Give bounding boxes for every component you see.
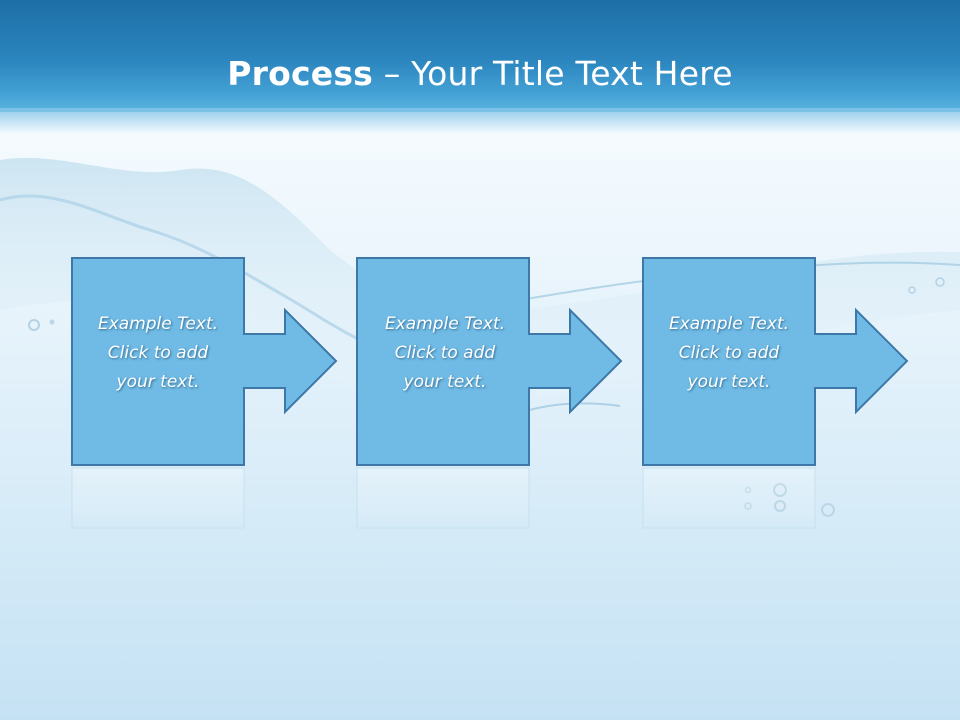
- process-step-3[interactable]: [642, 257, 909, 466]
- step-line: Click to add: [678, 343, 780, 363]
- step-1-text[interactable]: Example Text. Click to add your text.: [72, 310, 244, 397]
- title-bar-fade: [0, 108, 960, 134]
- process-step-1[interactable]: [71, 257, 338, 466]
- step-line: your text.: [116, 372, 200, 392]
- shape-reflections: [71, 467, 816, 529]
- title-bold: Process: [227, 54, 374, 93]
- step-line: your text.: [403, 372, 487, 392]
- slide-title[interactable]: Process – Your Title Text Here: [0, 52, 960, 96]
- step-line: Click to add: [394, 343, 496, 363]
- title-bar: [0, 0, 960, 112]
- arrow-shape: [71, 257, 338, 466]
- step-line: your text.: [687, 372, 771, 392]
- arrow-shape: [356, 257, 623, 466]
- step-line: Example Text.: [97, 314, 219, 334]
- arrow-shape: [642, 257, 909, 466]
- step-line: Click to add: [107, 343, 209, 363]
- title-rest: – Your Title Text Here: [373, 54, 733, 93]
- step-3-text[interactable]: Example Text. Click to add your text.: [643, 310, 815, 397]
- step-2-text[interactable]: Example Text. Click to add your text.: [359, 310, 531, 397]
- step-line: Example Text.: [384, 314, 506, 334]
- step-line: Example Text.: [668, 314, 790, 334]
- process-step-2[interactable]: [356, 257, 623, 466]
